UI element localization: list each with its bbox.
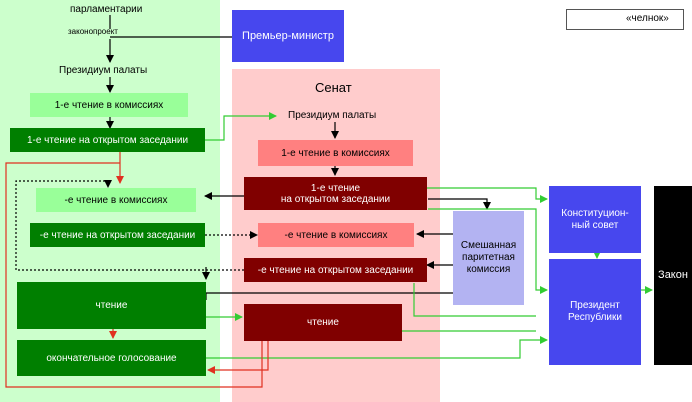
assembly-deputies-label: парламентарии xyxy=(70,4,143,15)
assembly-reading-committee-box: -е чтение в комиссиях xyxy=(36,188,196,212)
assembly-presidium-label: Президиум палаты xyxy=(59,65,148,76)
constitutional-council-box: Конституцион- ный совет xyxy=(549,186,641,253)
senate-first-reading-open-line2: на открытом заседании xyxy=(280,193,391,205)
green-arrows xyxy=(205,112,653,359)
assembly-first-reading-committee-box: 1-е чтение в комиссиях xyxy=(30,93,188,117)
president-line2: Республики xyxy=(568,312,622,323)
president-line1: Президент xyxy=(570,300,620,311)
joint-commission-line1: Смешанная xyxy=(460,240,517,251)
joint-commission-line2: паритетная xyxy=(462,252,515,263)
senate-reading-open-box: -е чтение на открытом заседании xyxy=(244,258,427,282)
senate-reading-committee-box: -е чтение в комиссиях xyxy=(258,223,414,247)
senate-presidium-label: Президиум палаты xyxy=(288,110,377,121)
joint-commission-box: Смешанная паритетная комиссия xyxy=(453,211,524,305)
legend-shuttle-label: «челнок» xyxy=(626,13,669,24)
prime-minister-box: Премьер-министр xyxy=(232,10,344,62)
constitutional-council-line2: ный совет xyxy=(571,219,619,231)
senate-first-reading-open-box: 1-е чтение на открытом заседании xyxy=(244,177,427,210)
red-arrows xyxy=(5,152,269,388)
president-box: Президент Республики xyxy=(549,259,641,365)
assembly-final-vote-box: окончательное голосование xyxy=(17,340,206,376)
senate-title: Сенат xyxy=(315,80,352,95)
legend-box xyxy=(566,9,684,30)
senate-reading-box: чтение xyxy=(244,304,402,341)
law-box: Закон xyxy=(654,186,692,365)
senate-first-reading-committee-box: 1-е чтение в комиссиях xyxy=(258,140,413,166)
black-arrows xyxy=(106,15,491,300)
assembly-first-reading-open-box: 1-е чтение на открытом заседании xyxy=(10,128,205,152)
assembly-reading-open-box: -е чтение на открытом заседании xyxy=(30,223,205,247)
constitutional-council-line1: Конституцион- xyxy=(561,207,629,219)
senate-first-reading-open-line1: 1-е чтение xyxy=(310,182,361,194)
joint-commission-line3: комиссия xyxy=(466,264,511,275)
bill-label: законопроект xyxy=(68,27,118,36)
assembly-reading-box: чтение xyxy=(17,282,206,329)
